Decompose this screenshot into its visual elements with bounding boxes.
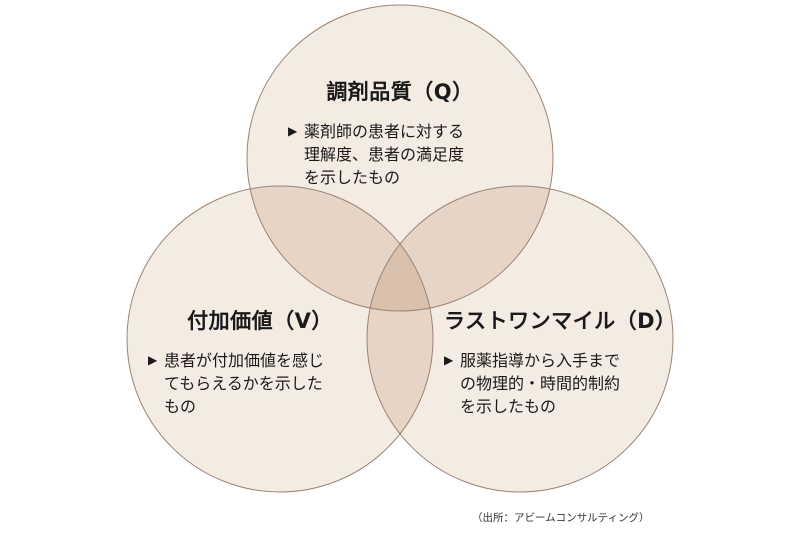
- circle-delivery-description: 服薬指導から入手まで の物理的・時間的制約 を示したもの: [460, 351, 621, 416]
- triangle-right-icon: ▶: [148, 353, 158, 367]
- circle-value-outline: [126, 185, 434, 493]
- circle-quality-title: 調剤品質（Q）: [326, 80, 474, 104]
- circle-quality-outline: [246, 4, 554, 312]
- circle-value-title: 付加価値（V）: [187, 309, 333, 333]
- triangle-right-icon: ▶: [444, 353, 454, 367]
- circle-quality-text: 調剤品質（Q） ▶ 薬剤師の患者に対する 理解度、患者の満足度 を示したもの: [288, 76, 512, 189]
- circle-delivery-text: ラストワンマイル（D） ▶ 服薬指導から入手まで の物理的・時間的制約 を示した…: [444, 305, 677, 418]
- circle-value-text: 付加価値（V） ▶ 患者が付加価値を感じ てもらえるかを示した もの: [148, 305, 372, 418]
- circle-delivery-outline: [366, 185, 674, 493]
- overlap-q-d: [367, 186, 553, 311]
- circle-delivery-title: ラストワンマイル（D）: [444, 309, 677, 333]
- overlap-q-v: [247, 186, 433, 311]
- circle-quality-description: 薬剤師の患者に対する 理解度、患者の満足度 を示したもの: [304, 122, 465, 187]
- circle-value-description: 患者が付加価値を感じ てもらえるかを示した もの: [164, 351, 325, 416]
- source-note: （出所：アビームコンサルティング）: [472, 512, 650, 524]
- triangle-right-icon: ▶: [288, 124, 298, 138]
